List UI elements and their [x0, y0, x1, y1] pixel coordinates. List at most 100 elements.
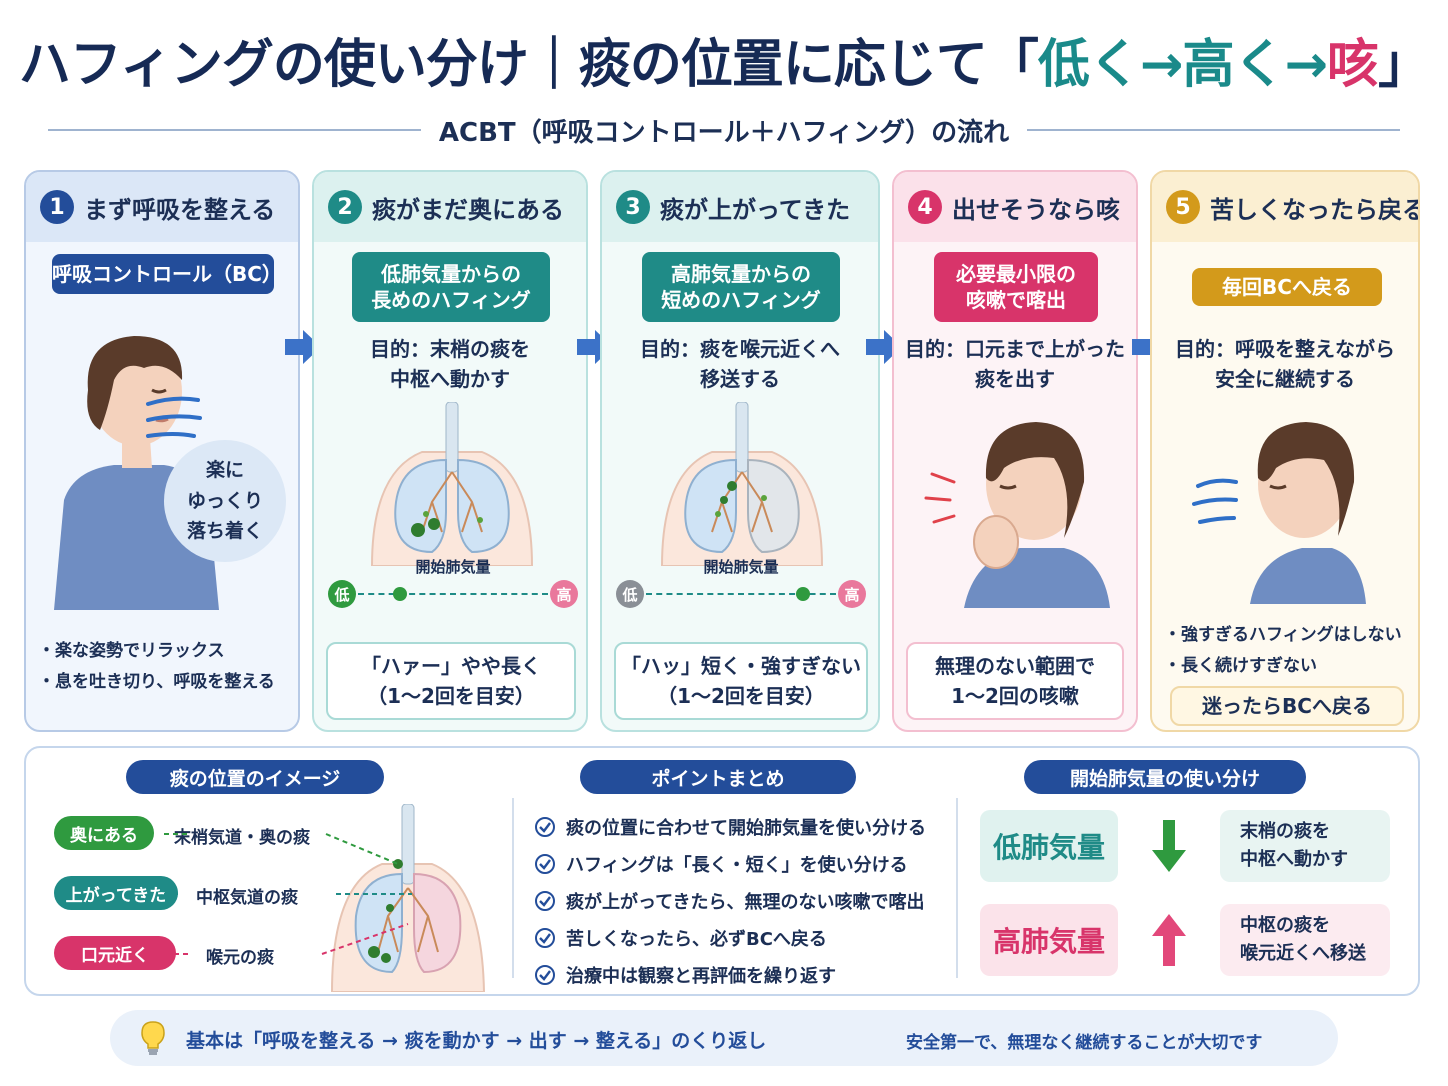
- step-4-goal-line-2: 痰を出す: [975, 367, 1055, 391]
- subtitle-line-left: [48, 129, 421, 131]
- relax-bubble: 楽に ゆっくり 落ち着く: [164, 440, 286, 562]
- position-tag-mouth: 口元近く: [54, 936, 176, 970]
- step-2-pill: 低肺気量からの 長めのハフィング: [352, 252, 550, 322]
- summary-panel: 痰の位置のイメージ 奥にある 末梢気道・奥の痰 上がってきた 中枢気道の痰 口元…: [24, 746, 1420, 996]
- position-desc-rising: 中枢気道の痰: [196, 888, 298, 908]
- subtitle: ACBT（呼吸コントロール＋ハフィング）の流れ: [438, 117, 1010, 148]
- step-1-number: 1: [40, 190, 74, 224]
- step-2-note-line-1: 「ハァー」やや長く: [361, 654, 541, 678]
- step-5-goal-line-1: 目的：呼吸を整えながら: [1175, 337, 1395, 361]
- point-item: 痰が上がってきたら、無理のない咳嗽で喀出: [534, 882, 926, 919]
- step-3-scale-track: [646, 593, 836, 595]
- point-text: 痰の位置に合わせて開始肺気量を使い分ける: [566, 817, 926, 839]
- step-1-header: 1 まず呼吸を整える: [26, 172, 298, 242]
- step-2-scale-label: 開始肺気量: [415, 558, 491, 576]
- step-2-header: 2 痰がまだ奥にある: [314, 172, 586, 242]
- position-tag-deep: 奥にある: [54, 816, 154, 850]
- position-tag-rising: 上がってきた: [54, 876, 178, 910]
- step-2-scale-track: [358, 593, 548, 595]
- step-3-scale-high: 高: [838, 580, 866, 608]
- step-4-note: 無理のない範囲で 1～2回の咳嗽: [906, 642, 1124, 720]
- step-card-2: 2 痰がまだ奥にある 低肺気量からの 長めのハフィング 目的：末梢の痰を 中枢へ…: [312, 170, 588, 732]
- step-4-pill: 必要最小限の 咳嗽で喀出: [934, 252, 1098, 322]
- step-2-note: 「ハァー」やや長く （1～2回を目安）: [326, 642, 576, 720]
- title-low: 低く→: [1037, 35, 1184, 95]
- high-volume-desc-line-2: 喉元近くへ移送: [1240, 943, 1366, 964]
- step-2-heading: 痰がまだ奥にある: [372, 195, 564, 224]
- step-5-bullets: ・強すぎるハフィングはしない ・長く続けすぎない: [1164, 620, 1402, 683]
- step-3-pill: 高肺気量からの 短めのハフィング: [642, 252, 840, 322]
- subtitle-line-right: [1027, 129, 1400, 131]
- step-1-heading: まず呼吸を整える: [84, 195, 276, 224]
- step-card-5: 5 苦しくなったら戻る 毎回BCへ戻る 目的：呼吸を整えながら 安全に継続する …: [1150, 170, 1420, 732]
- step-3-goal-line-1: 目的：痰を喉元近くへ: [640, 337, 840, 361]
- page-title: ハフィングの使い分け｜痰の位置に応じて「低く→高く→咳」: [0, 22, 1448, 97]
- high-volume-desc: 中枢の痰を 喉元近くへ移送: [1220, 904, 1390, 976]
- check-circle-icon: [535, 890, 555, 911]
- step-5-goal-line-2: 安全に継続する: [1215, 367, 1355, 391]
- step-2-goal: 目的：末梢の痰を 中枢へ動かす: [314, 334, 586, 394]
- position-desc-deep: 末梢気道・奥の痰: [174, 828, 310, 848]
- step-4-note-line-1: 無理のない範囲で: [935, 654, 1095, 678]
- low-volume-desc-line-2: 中枢へ動かす: [1240, 849, 1348, 870]
- step-5-header: 5 苦しくなったら戻る: [1152, 172, 1418, 242]
- person-recovering-icon: [1192, 422, 1366, 604]
- step-3-scale-marker: [795, 587, 810, 601]
- bubble-line-1: 楽に: [205, 459, 244, 482]
- point-text: 治療中は観察と再評価を繰り返す: [566, 965, 836, 987]
- summary-divider-2: [956, 798, 958, 978]
- point-text: ハフィングは「長く・短く」を使い分ける: [566, 854, 908, 876]
- step-3-header: 3 痰が上がってきた: [602, 172, 878, 242]
- footer-main-text: 基本は「呼吸を整える → 痰を動かす → 出す → 整える」のくり返し: [186, 1030, 767, 1052]
- footer-banner: 基本は「呼吸を整える → 痰を動かす → 出す → 整える」のくり返し 安全第一…: [110, 1010, 1338, 1066]
- lightbulb-icon: [141, 1021, 165, 1055]
- step-3-goal: 目的：痰を喉元近くへ 移送する: [602, 334, 878, 394]
- person-coughing-icon: [924, 422, 1110, 608]
- high-volume-desc-line-1: 中枢の痰を: [1240, 915, 1330, 937]
- step-3-goal-line-2: 移送する: [700, 367, 780, 391]
- point-item: 治療中は観察と再評価を繰り返す: [534, 956, 926, 993]
- point-text: 痰が上がってきたら、無理のない咳嗽で喀出: [566, 891, 925, 913]
- step-3-note-line-1: 「ハッ」短く・強すぎない: [621, 654, 861, 678]
- step-3-pill-line-1: 高肺気量からの: [671, 262, 811, 286]
- step-5-pill: 毎回BCへ戻る: [1192, 268, 1382, 306]
- low-volume-label: 低肺気量: [980, 810, 1118, 882]
- title-close: 」: [1378, 35, 1430, 95]
- point-item: 苦しくなったら、必ずBCへ戻る: [534, 919, 926, 956]
- arrow-down-icon: [1152, 820, 1186, 872]
- step-3-note: 「ハッ」短く・強すぎない （1～2回を目安）: [614, 642, 868, 720]
- step-5-note: 迷ったらBCへ戻る: [1170, 686, 1404, 726]
- title-high: 高く→: [1182, 35, 1328, 95]
- lungs-low-volume-icon: [370, 402, 534, 566]
- step-card-3: 3 痰が上がってきた 高肺気量からの 短めのハフィング 目的：痰を喉元近くへ 移…: [600, 170, 880, 732]
- point-text: 苦しくなったら、必ずBCへ戻る: [566, 928, 827, 950]
- step-5-heading: 苦しくなったら戻る: [1210, 195, 1420, 224]
- points-section-heading: ポイントまとめ: [580, 760, 856, 794]
- step-card-4: 4 出せそうなら咳 必要最小限の 咳嗽で喀出 目的：口元まで上がった 痰を出す …: [892, 170, 1138, 732]
- step-2-number: 2: [328, 190, 362, 224]
- step-3-scale-label: 開始肺気量: [703, 558, 779, 576]
- arrow-up-icon: [1152, 914, 1186, 966]
- step-3-pill-line-2: 短めのハフィング: [661, 288, 821, 312]
- step-3-volume-scale: 開始肺気量 低 高: [616, 558, 866, 610]
- step-5-bullet-2: ・長く続けすぎない: [1164, 656, 1317, 677]
- position-section-heading: 痰の位置のイメージ: [126, 760, 384, 794]
- high-volume-label: 高肺気量: [980, 904, 1118, 976]
- bubble-line-2: ゆっくり: [186, 489, 263, 512]
- volume-section-heading: 開始肺気量の使い分け: [1024, 760, 1306, 794]
- step-3-note-line-2: （1～2回を目安）: [657, 684, 825, 708]
- lungs-high-volume-icon: [660, 402, 824, 566]
- step-4-header: 4 出せそうなら咳: [894, 172, 1136, 242]
- points-list: 痰の位置に合わせて開始肺気量を使い分ける ハフィングは「長く・短く」を使い分ける…: [534, 808, 926, 993]
- step-4-goal-line-1: 目的：口元まで上がった: [905, 337, 1125, 361]
- step-5-bullet-1: ・強すぎるハフィングはしない: [1164, 625, 1402, 645]
- point-item: 痰の位置に合わせて開始肺気量を使い分ける: [534, 808, 926, 845]
- step-4-pill-line-2: 咳嗽で喀出: [966, 288, 1066, 312]
- step-4-note-line-2: 1～2回の咳嗽: [951, 684, 1079, 708]
- step-2-pill-line-1: 低肺気量からの: [381, 262, 521, 286]
- step-3-scale-low: 低: [616, 580, 644, 608]
- step-4-heading: 出せそうなら咳: [952, 195, 1120, 224]
- title-cough: 咳: [1327, 35, 1379, 95]
- step-2-scale-marker: [393, 587, 408, 601]
- subtitle-row: ACBT（呼吸コントロール＋ハフィング）の流れ: [48, 112, 1400, 148]
